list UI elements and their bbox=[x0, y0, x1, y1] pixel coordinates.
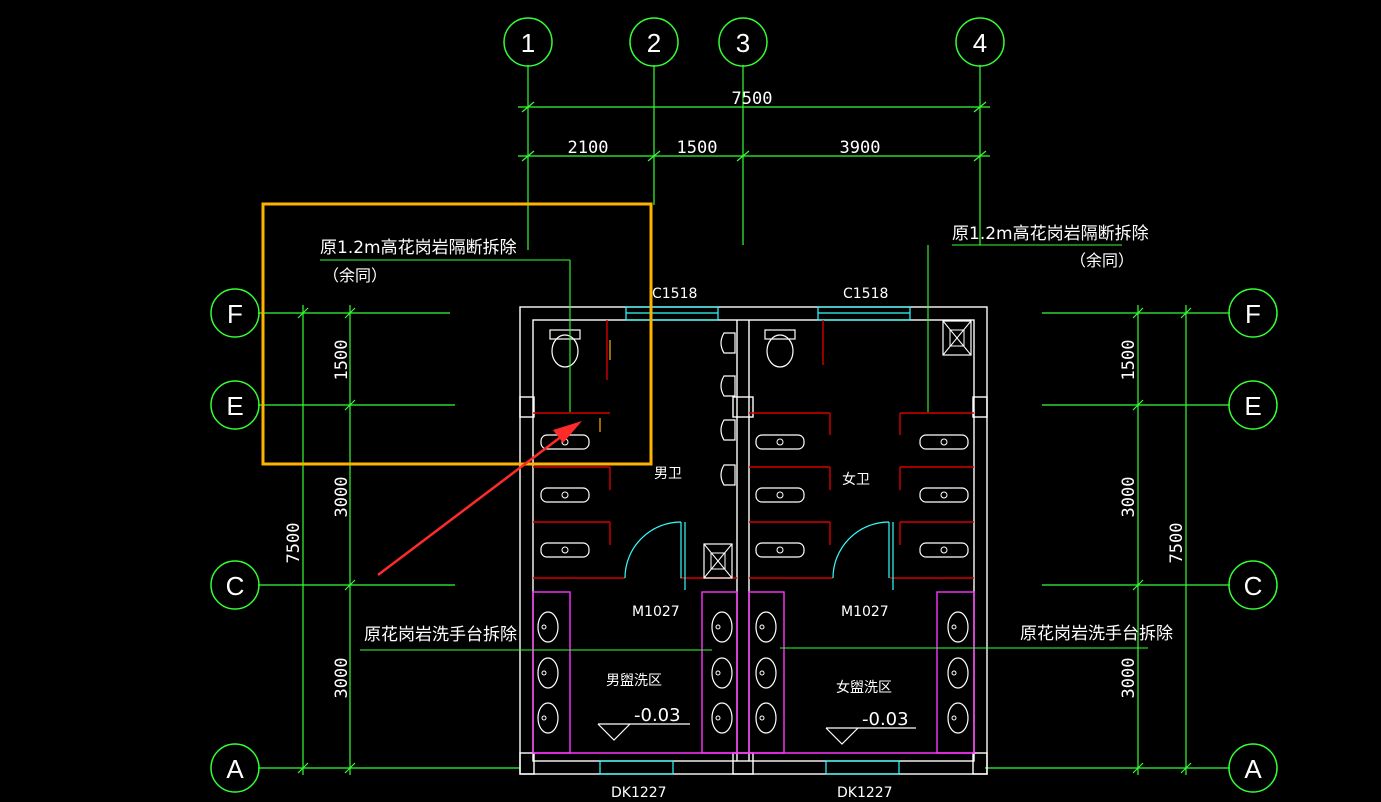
level-marks bbox=[597, 723, 916, 745]
basin-5 bbox=[711, 657, 733, 689]
highlight-box bbox=[261, 202, 653, 466]
basin-10 bbox=[947, 611, 969, 643]
squat-women-2 bbox=[755, 487, 805, 503]
dim-left-fe: 1500 bbox=[332, 340, 352, 381]
dim-top-seg2: 1500 bbox=[677, 138, 718, 158]
axis-label-right-C: C bbox=[1244, 571, 1263, 601]
dimension-lines bbox=[297, 101, 1192, 775]
axis-bubble-left-C: C bbox=[210, 560, 260, 610]
squat-men-3 bbox=[540, 542, 590, 558]
axis-label-right-E: E bbox=[1244, 391, 1261, 421]
squat-women-1 bbox=[755, 434, 805, 450]
axis-bubble-left-F: F bbox=[210, 288, 260, 338]
leader-lines bbox=[320, 244, 1148, 651]
axis-label-left-E: E bbox=[226, 391, 243, 421]
urinal-3 bbox=[720, 419, 736, 441]
floor-drain-men bbox=[703, 543, 733, 579]
toilet-women bbox=[764, 329, 796, 368]
axis-bubble-4: 4 bbox=[955, 17, 1005, 67]
grid-axes bbox=[258, 65, 1230, 769]
axis-bubble-right-E: E bbox=[1228, 380, 1278, 430]
wash-counters bbox=[532, 591, 975, 754]
axis-label-left-C: C bbox=[226, 571, 245, 601]
urinal-1 bbox=[720, 332, 736, 354]
dim-right-total: 7500 bbox=[1167, 523, 1187, 564]
note-basin-right: 原花岗岩洗手台拆除 bbox=[1020, 624, 1173, 644]
basin-1 bbox=[537, 611, 559, 643]
basin-8 bbox=[755, 657, 777, 689]
squat-women-6 bbox=[919, 542, 969, 558]
axis-bubble-1: 1 bbox=[503, 17, 553, 67]
dim-left-ec: 3000 bbox=[332, 477, 352, 518]
door-tag-left: M1027 bbox=[632, 604, 680, 620]
axis-bubble-right-C: C bbox=[1228, 560, 1278, 610]
note-basin-left: 原花岗岩洗手台拆除 bbox=[364, 625, 517, 645]
basin-11 bbox=[947, 657, 969, 689]
basin-4 bbox=[711, 611, 733, 643]
dim-top-seg3: 3900 bbox=[840, 138, 881, 158]
basin-3 bbox=[537, 702, 559, 734]
squat-women-4 bbox=[919, 434, 969, 450]
dim-top-total: 7500 bbox=[732, 89, 773, 109]
axis-label-3: 3 bbox=[736, 28, 750, 58]
window-tag-left: C1518 bbox=[652, 286, 697, 302]
note-partition-left-sub: （余同） bbox=[323, 266, 387, 285]
windows bbox=[599, 306, 911, 775]
squat-women-3 bbox=[755, 542, 805, 558]
dim-left-total: 7500 bbox=[284, 523, 304, 564]
level-right: -0.03 bbox=[862, 709, 909, 730]
exterior-walls bbox=[519, 306, 988, 775]
red-arrow bbox=[377, 421, 582, 576]
urinal-4 bbox=[720, 464, 736, 486]
axis-label-4: 4 bbox=[973, 28, 987, 58]
window-tag-right: C1518 bbox=[843, 286, 888, 302]
room-women: 女卫 bbox=[842, 471, 870, 488]
squat-women-5 bbox=[919, 487, 969, 503]
note-partition-right: 原1.2m高花岗岩隔断拆除 bbox=[952, 224, 1149, 244]
squat-men-2 bbox=[540, 487, 590, 503]
axis-bubble-left-A: A bbox=[210, 743, 260, 793]
axis-bubble-3: 3 bbox=[718, 17, 768, 67]
urinal-2 bbox=[720, 375, 736, 397]
basin-9 bbox=[755, 702, 777, 734]
level-left: -0.03 bbox=[634, 705, 681, 726]
floor-drain-women bbox=[942, 320, 972, 356]
basin-2 bbox=[537, 657, 559, 689]
room-women-wash: 女盥洗区 bbox=[836, 679, 892, 696]
note-partition-left: 原1.2m高花岗岩隔断拆除 bbox=[320, 238, 517, 258]
axis-label-left-F: F bbox=[227, 299, 243, 329]
room-men: 男卫 bbox=[654, 466, 682, 482]
dim-left-ca: 3000 bbox=[332, 658, 352, 699]
door-tag-right: M1027 bbox=[841, 604, 889, 620]
axis-label-right-A: A bbox=[1244, 754, 1262, 784]
axis-bubble-right-A: A bbox=[1228, 743, 1278, 793]
axis-bubble-left-E: E bbox=[210, 380, 260, 430]
basin-12 bbox=[947, 702, 969, 734]
opening-tag-left: DK1227 bbox=[611, 785, 667, 801]
dim-right-fe: 1500 bbox=[1119, 340, 1139, 381]
dim-top-seg1: 2100 bbox=[568, 138, 609, 158]
opening-tag-right: DK1227 bbox=[837, 785, 893, 801]
axis-label-right-F: F bbox=[1245, 299, 1261, 329]
doors bbox=[624, 521, 894, 590]
dim-right-ec: 3000 bbox=[1119, 477, 1139, 518]
axis-bubble-2: 2 bbox=[629, 17, 679, 67]
sanitary-fixtures bbox=[537, 320, 972, 734]
partition-mark bbox=[599, 340, 611, 432]
toilet-men bbox=[549, 329, 581, 368]
basin-6 bbox=[711, 702, 733, 734]
dim-right-ca: 3000 bbox=[1119, 658, 1139, 699]
axis-bubble-right-F: F bbox=[1228, 288, 1278, 338]
axis-label-left-A: A bbox=[226, 754, 244, 784]
axis-label-2: 2 bbox=[647, 28, 661, 58]
note-partition-right-sub: （余同） bbox=[1070, 251, 1134, 270]
partitions bbox=[533, 320, 974, 579]
basin-7 bbox=[755, 611, 777, 643]
room-men-wash: 男盥洗区 bbox=[606, 673, 662, 689]
axis-label-1: 1 bbox=[521, 28, 535, 58]
